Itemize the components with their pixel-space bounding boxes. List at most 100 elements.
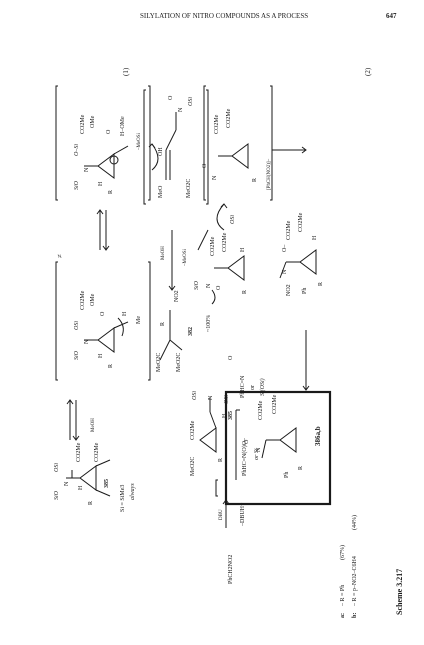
compound-number-385-b: 385 [228, 411, 234, 420]
silyl-nitronate-cyclopropane: SiO N O CO2Me CO2Me H R ~100% [194, 229, 248, 332]
phhc-o: O [228, 355, 234, 360]
reagent-dbu-label: DBU [219, 509, 224, 520]
nitronate-osi: OSi [188, 97, 194, 106]
ts-h: H [98, 353, 104, 358]
arrow-label-meoh: MeOH [91, 418, 96, 432]
scheme-label: Scheme 3.217 [395, 569, 404, 615]
sn-r: R [242, 290, 248, 294]
anion-ome: OMe [90, 115, 96, 128]
anion-co2me: CO2Me [80, 114, 86, 134]
sn-h: H [240, 247, 246, 252]
equation-label-1: (1) [122, 67, 130, 76]
ts-charge: ≠ [56, 254, 64, 258]
nitro-adduct: NO2 N O– Ph CO2Me CO2Me H R [279, 212, 324, 296]
nitronate-oh: OH [158, 147, 164, 156]
label-r: R [88, 501, 94, 505]
compound-number-386: 386a,b [314, 426, 322, 446]
yield-b-def: – R = p–NO2–C6H4 [352, 556, 358, 607]
anion-o: O [106, 129, 112, 134]
page-number: 647 [386, 12, 397, 20]
ts-h2: H [122, 311, 128, 316]
product-co2me-a: CO2Me [258, 400, 264, 420]
arrow-label-meoh-2: MeOH [161, 246, 166, 260]
phhc-si-osi: Si(OSi) [259, 378, 266, 396]
adduct-n: N [282, 269, 288, 274]
product-o: O [244, 439, 250, 444]
cmpd382-no2: NO2 [174, 290, 180, 302]
sn-o: O [216, 285, 222, 290]
label-osi: OSi [54, 463, 60, 472]
open-nitronate: MeO OH MeO2C N O OSi [143, 89, 209, 205]
equilibrium-arrow-2 [96, 209, 110, 251]
nitroso-co2me-b: CO2Me [226, 108, 232, 128]
cmpd382-meo2c-b: MeO2C [176, 353, 182, 372]
silyl-always: always [130, 483, 136, 500]
product-box [224, 390, 332, 506]
phhc-species: PhHC=N(O)O– or Si PhHC=N or Si(OSi) O [228, 355, 266, 480]
cmpd385b-osi: OSi [192, 391, 198, 400]
nitronate-meo2c: MeO2C [186, 179, 192, 198]
nitronate-n: N [178, 107, 184, 112]
arrow-to-382: MeOH –MeOSi [161, 230, 188, 291]
adduct-o: O– [282, 244, 288, 252]
anion-sio: SiO [74, 180, 80, 190]
sn-co2me-a: CO2Me [210, 236, 216, 256]
reagent-dbuh: –DBUH+ [240, 502, 246, 527]
anion-n: N [84, 167, 90, 172]
nitroso-n: N [212, 175, 218, 180]
sn-sio: SiO [194, 280, 200, 290]
anion-osi: O–Si [74, 144, 80, 156]
phhc-silyl: PhHC=N [240, 375, 246, 398]
yield-b-value: (44%) [351, 515, 358, 530]
yield-a-label: a: [340, 613, 346, 618]
arrow-note-phchno2: [PhCH(NO2)]– [267, 158, 272, 190]
product-co2me-b: CO2Me [272, 394, 278, 414]
compound-385-top: SiO OSi N H R CO2Me CO2Me 385 [54, 442, 111, 505]
phhc-or-si: or Si [254, 448, 260, 460]
cyclopropane-ring [79, 465, 97, 491]
yield-a-value: (67%) [339, 545, 346, 560]
cmpd385b-n: N [208, 395, 214, 400]
ts-co2me: CO2Me [80, 290, 86, 310]
compound-number-385: 385 [104, 479, 110, 488]
product-386: N O Ph CO2Me CO2Me R 386a,b [224, 390, 332, 506]
label-n: N [64, 481, 70, 486]
silyl-definition: Si = SiMe3 [120, 485, 126, 512]
anion-r: R [108, 190, 114, 194]
pathway-yield: ~100% [206, 315, 212, 332]
nitronate-o: O [168, 95, 174, 100]
product-n: N [256, 447, 262, 452]
compound-385-lower: MeO2C CO2Me N OSi OSi H R 385 [190, 391, 234, 476]
ts-n: N [84, 339, 90, 344]
product-ph: Ph [284, 472, 290, 478]
reagent-dbu: PhCH2NO2 DBU –DBUH+ [215, 479, 246, 584]
cmpd382-meo2c-a: MeO2C [156, 353, 162, 372]
cmpd382-r: R [160, 322, 166, 326]
nitroso-r: R [252, 178, 258, 182]
nitroso-o: O [202, 163, 208, 168]
nitroso-cyclopropane: N O CO2Me CO2Me R [202, 85, 273, 201]
nitroso-co2me-a: CO2Me [214, 114, 220, 134]
loss-osi-arrow: OSi [216, 203, 236, 231]
ts-sio: SiO [74, 350, 80, 360]
compound-382: MeO2C MeO2C R NO2 382 [156, 290, 194, 372]
cmpd385b-meo2c: MeO2C [190, 457, 196, 476]
anion-home: H–OMe [120, 116, 126, 136]
running-title: SILYLATION OF NITRO COMPOUNDS AS A PROCE… [140, 12, 308, 20]
anion-h: H [98, 181, 104, 186]
loss-meosi-arrow: –MeOSi [137, 132, 159, 171]
ts-r: R [108, 364, 114, 368]
phhc-or: or [250, 385, 256, 390]
nitronate-meo: MeO [158, 185, 164, 198]
arrow-label-meosi-2: –MeOSi [183, 248, 188, 267]
sn-n: N [206, 283, 212, 288]
label-sio: SiO [54, 490, 60, 500]
yield-b-label: b: [352, 613, 358, 618]
yield-a-def: – R = Ph [340, 585, 346, 607]
label-co2me-b: CO2Me [94, 442, 100, 462]
arrow-to-product [302, 330, 310, 391]
adduct-h: H [312, 235, 318, 240]
arrow-phchno2: [PhCH(NO2)]– [267, 146, 307, 190]
adduct-ph: Ph [302, 288, 308, 294]
